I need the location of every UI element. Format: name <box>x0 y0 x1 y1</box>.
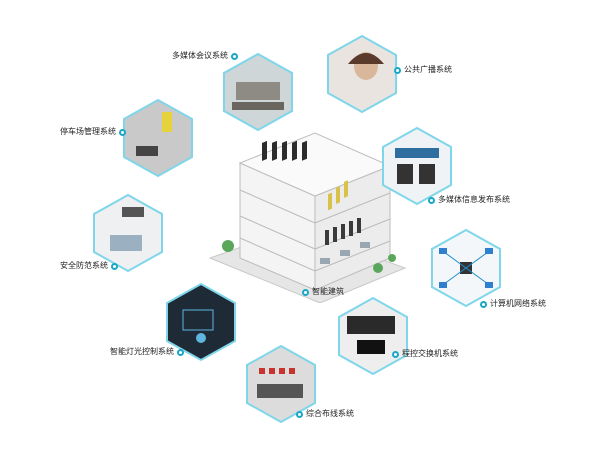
label-cabling: 综合布线系统 <box>296 410 354 418</box>
light-control-icon <box>165 282 237 362</box>
headset-operator-icon <box>326 34 398 114</box>
bullet-icon <box>119 128 126 136</box>
network-topology-icon <box>430 228 502 308</box>
label-text: 综合布线系统 <box>306 409 354 418</box>
label-multimedia-conference: 多媒体会议系统 <box>172 52 238 60</box>
label-lighting-control: 智能灯光控制系统 <box>110 348 184 356</box>
label-parking-management: 停车场管理系统 <box>60 128 126 136</box>
label-security: 安全防范系统 <box>60 262 118 270</box>
bullet-icon <box>302 288 309 296</box>
cctv-camera-icon <box>92 193 164 273</box>
bullet-icon <box>392 350 399 358</box>
conference-room-icon <box>222 52 294 132</box>
parking-gate-icon <box>122 98 194 178</box>
bullet-icon <box>177 348 184 356</box>
label-text: 计算机网络系统 <box>490 299 546 308</box>
label-computer-network: 计算机网络系统 <box>480 300 546 308</box>
bullet-icon <box>428 196 435 204</box>
bullet-icon <box>296 410 303 418</box>
label-text: 停车场管理系统 <box>60 127 116 136</box>
telephone-switch-icon <box>337 296 409 376</box>
label-text: 程控交换机系统 <box>402 349 458 358</box>
patch-panel-icon <box>245 344 317 424</box>
bullet-icon <box>111 262 118 270</box>
label-text: 公共广播系统 <box>404 65 452 74</box>
center-label: 智能建筑 <box>302 288 344 296</box>
label-text: 多媒体信息发布系统 <box>438 195 510 204</box>
label-text: 多媒体会议系统 <box>172 51 228 60</box>
bullet-icon <box>231 52 238 60</box>
display-screen-icon <box>381 126 453 206</box>
label-pbx: 程控交换机系统 <box>392 350 458 358</box>
label-text: 智能灯光控制系统 <box>110 347 174 356</box>
center-label-text: 智能建筑 <box>312 287 344 296</box>
bullet-icon <box>480 300 487 308</box>
building-icon <box>200 118 410 304</box>
label-public-broadcast: 公共广播系统 <box>394 66 452 74</box>
label-text: 安全防范系统 <box>60 261 108 270</box>
label-multimedia-info-release: 多媒体信息发布系统 <box>428 196 510 204</box>
bullet-icon <box>394 66 401 74</box>
